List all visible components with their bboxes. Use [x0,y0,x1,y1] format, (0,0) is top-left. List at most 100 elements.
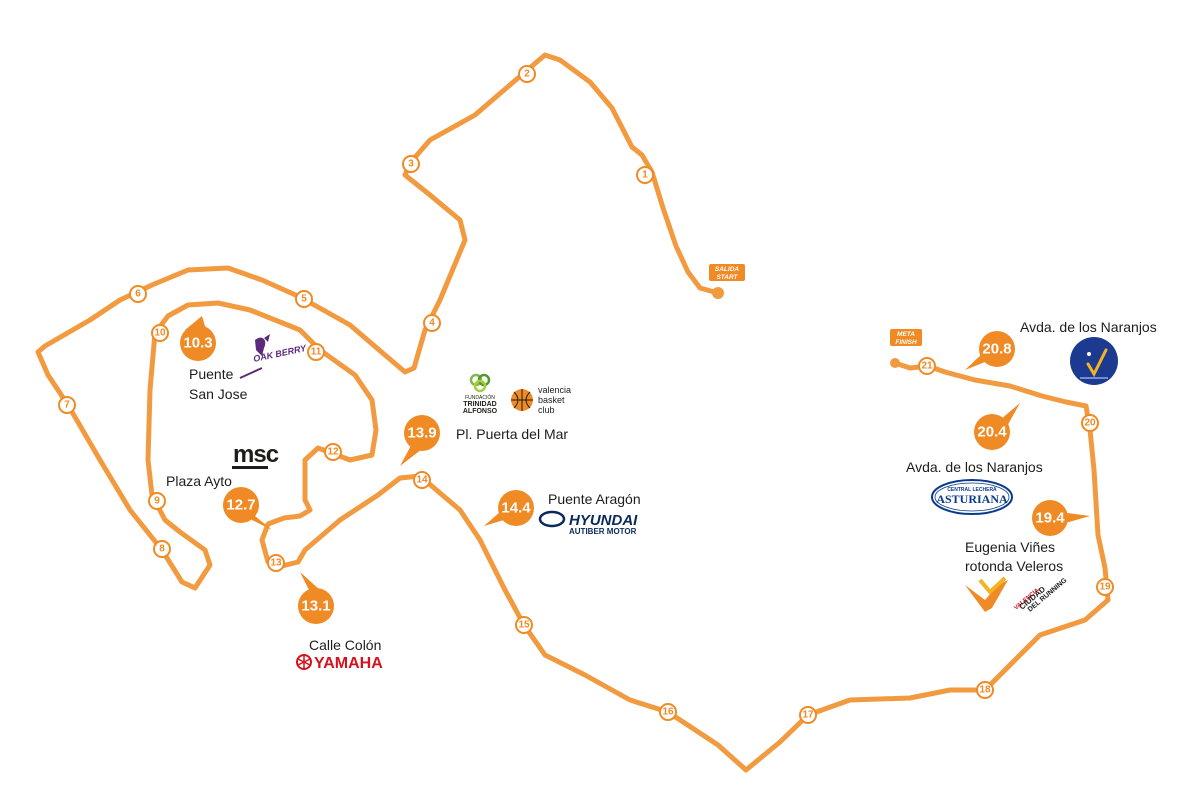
km-marker-20: 20 [1081,414,1099,432]
svg-text:1: 1 [642,170,648,181]
finish-flag: META FINISH [890,329,922,346]
svg-text:17: 17 [802,710,814,721]
km-marker-3: 3 [402,155,420,173]
svg-text:20.4: 20.4 [977,424,1007,441]
svg-text:12.7: 12.7 [226,497,255,514]
km-marker-9: 9 [148,492,166,510]
checkpoint-pin-13-9: 13.9 [400,415,440,466]
finish-flag-line2: FINISH [895,339,917,346]
svg-text:basket: basket [538,395,565,405]
svg-text:20.8: 20.8 [982,341,1011,358]
checkpoint-pin-19-4: 19.4 [1032,500,1090,536]
checkpoint-pin-12-7: 12.7 [223,487,272,530]
svg-text:4: 4 [429,318,435,329]
svg-text:12: 12 [327,447,339,458]
svg-text:13: 13 [270,558,282,569]
km-markers: 1 2 3 4 5 6 7 8 9 10 11 12 13 14 15 16 1… [58,65,1114,724]
svg-text:6: 6 [135,289,141,300]
start-flag-line2: START [716,274,738,281]
km-marker-7: 7 [58,396,76,414]
svg-text:19.4: 19.4 [1035,510,1065,527]
km-marker-2: 2 [518,65,536,83]
svg-text:valencia: valencia [538,385,571,395]
svg-text:club: club [538,405,555,415]
start-flag-line1: SALIDA [715,266,740,273]
place-label-puente-aragon: Puente Aragón [548,491,641,507]
svg-text:11: 11 [311,347,322,358]
place-label-rotonda-veleros: rotonda Veleros [965,558,1063,574]
km-marker-8: 8 [153,540,171,558]
km-marker-4: 4 [423,314,441,332]
fundacion-trinidad-alfonso-logo: FUNDACIÓN TRINIDAD ALFONSO [463,373,498,415]
svg-text:9: 9 [154,496,160,507]
km-marker-15: 15 [515,616,533,634]
km-marker-11: 11 [307,343,325,361]
place-label-puerta-del-mar: Pl. Puerta del Mar [456,426,568,442]
svg-text:14.4: 14.4 [501,500,531,517]
km-marker-5: 5 [295,290,313,308]
km-marker-10: 10 [151,324,169,342]
svg-text:16: 16 [662,707,674,718]
place-label-puente-san-jose-1: Puente [189,366,234,382]
svg-text:18: 18 [979,685,991,696]
hyundai-logo: HYUNDAI AUTIBER MOTOR [538,510,638,536]
start-dot [712,287,724,299]
svg-text:21: 21 [921,361,933,372]
svg-text:TRINIDAD: TRINIDAD [463,401,496,408]
svg-text:19: 19 [1099,582,1111,593]
svg-text:14: 14 [416,475,428,486]
central-lechera-asturiana-logo: CENTRAL LECHERA ASTURIANA [931,479,1013,515]
valencia-ciudad-running-logo: VALENCIA CIUDAD DEL RUNNING [965,576,1069,614]
svg-text:FUNDACIÓN: FUNDACIÓN [465,394,495,401]
km-marker-21: 21 [918,357,936,375]
finish-flag-line1: META [897,331,915,338]
km-marker-18: 18 [976,681,994,699]
place-label-calle-colon: Calle Colón [309,637,381,653]
start-flag: SALIDA START [709,264,745,281]
svg-text:3: 3 [408,159,414,170]
svg-text:2: 2 [524,69,530,80]
place-label-plaza-ayto: Plaza Ayto [166,473,232,489]
route-path [35,52,1111,773]
svg-text:HYUNDAI: HYUNDAI [569,512,638,529]
svg-text:10: 10 [154,328,166,339]
km-marker-17: 17 [799,706,817,724]
place-label-puente-san-jose-2: San Jose [189,386,248,402]
svg-text:ASTURIANA: ASTURIANA [936,492,1008,506]
svg-text:CENTRAL LECHERA: CENTRAL LECHERA [947,487,997,493]
checkpoint-pin-20-8: 20.8 [965,331,1015,370]
km-marker-13: 13 [267,554,285,572]
svg-text:15: 15 [518,620,530,631]
checkpoint-pin-14-4: 14.4 [484,490,534,526]
checkpoint-pin-13-1: 13.1 [298,572,334,624]
place-label-eugenia-vines: Eugenia Viñes [965,539,1055,555]
yamaha-logo: YAMAHA [296,654,383,672]
svg-text:5: 5 [301,294,307,305]
km-marker-14: 14 [413,471,431,489]
checkpoint-pin-20-4: 20.4 [974,403,1020,450]
km-marker-16: 16 [659,703,677,721]
svg-text:13.9: 13.9 [407,425,436,442]
svg-text:8: 8 [159,544,165,555]
km-marker-6: 6 [129,285,147,303]
km-marker-1: 1 [636,166,654,184]
sponsor-blue-emblem [1070,337,1118,385]
svg-text:13.1: 13.1 [301,598,330,615]
checkpoint-pin-10-3: 10.3 [180,316,216,361]
oak-berry-logo: OAK BERRY [239,334,308,379]
km-marker-19: 19 [1096,578,1114,596]
place-label-avda-naranjos-2: Avda. de los Naranjos [1020,319,1157,335]
svg-text:YAMAHA: YAMAHA [314,655,383,672]
svg-text:7: 7 [64,400,70,411]
place-label-avda-naranjos-1: Avda. de los Naranjos [906,459,1043,475]
svg-text:msc: msc [233,441,279,468]
svg-text:ALFONSO: ALFONSO [463,408,498,415]
msc-logo: msc [232,441,280,469]
svg-text:20: 20 [1084,418,1096,429]
svg-text:10.3: 10.3 [183,335,212,352]
finish-dot [890,358,900,368]
km-marker-12: 12 [324,443,342,461]
svg-text:AUTIBER MOTOR: AUTIBER MOTOR [569,527,637,536]
